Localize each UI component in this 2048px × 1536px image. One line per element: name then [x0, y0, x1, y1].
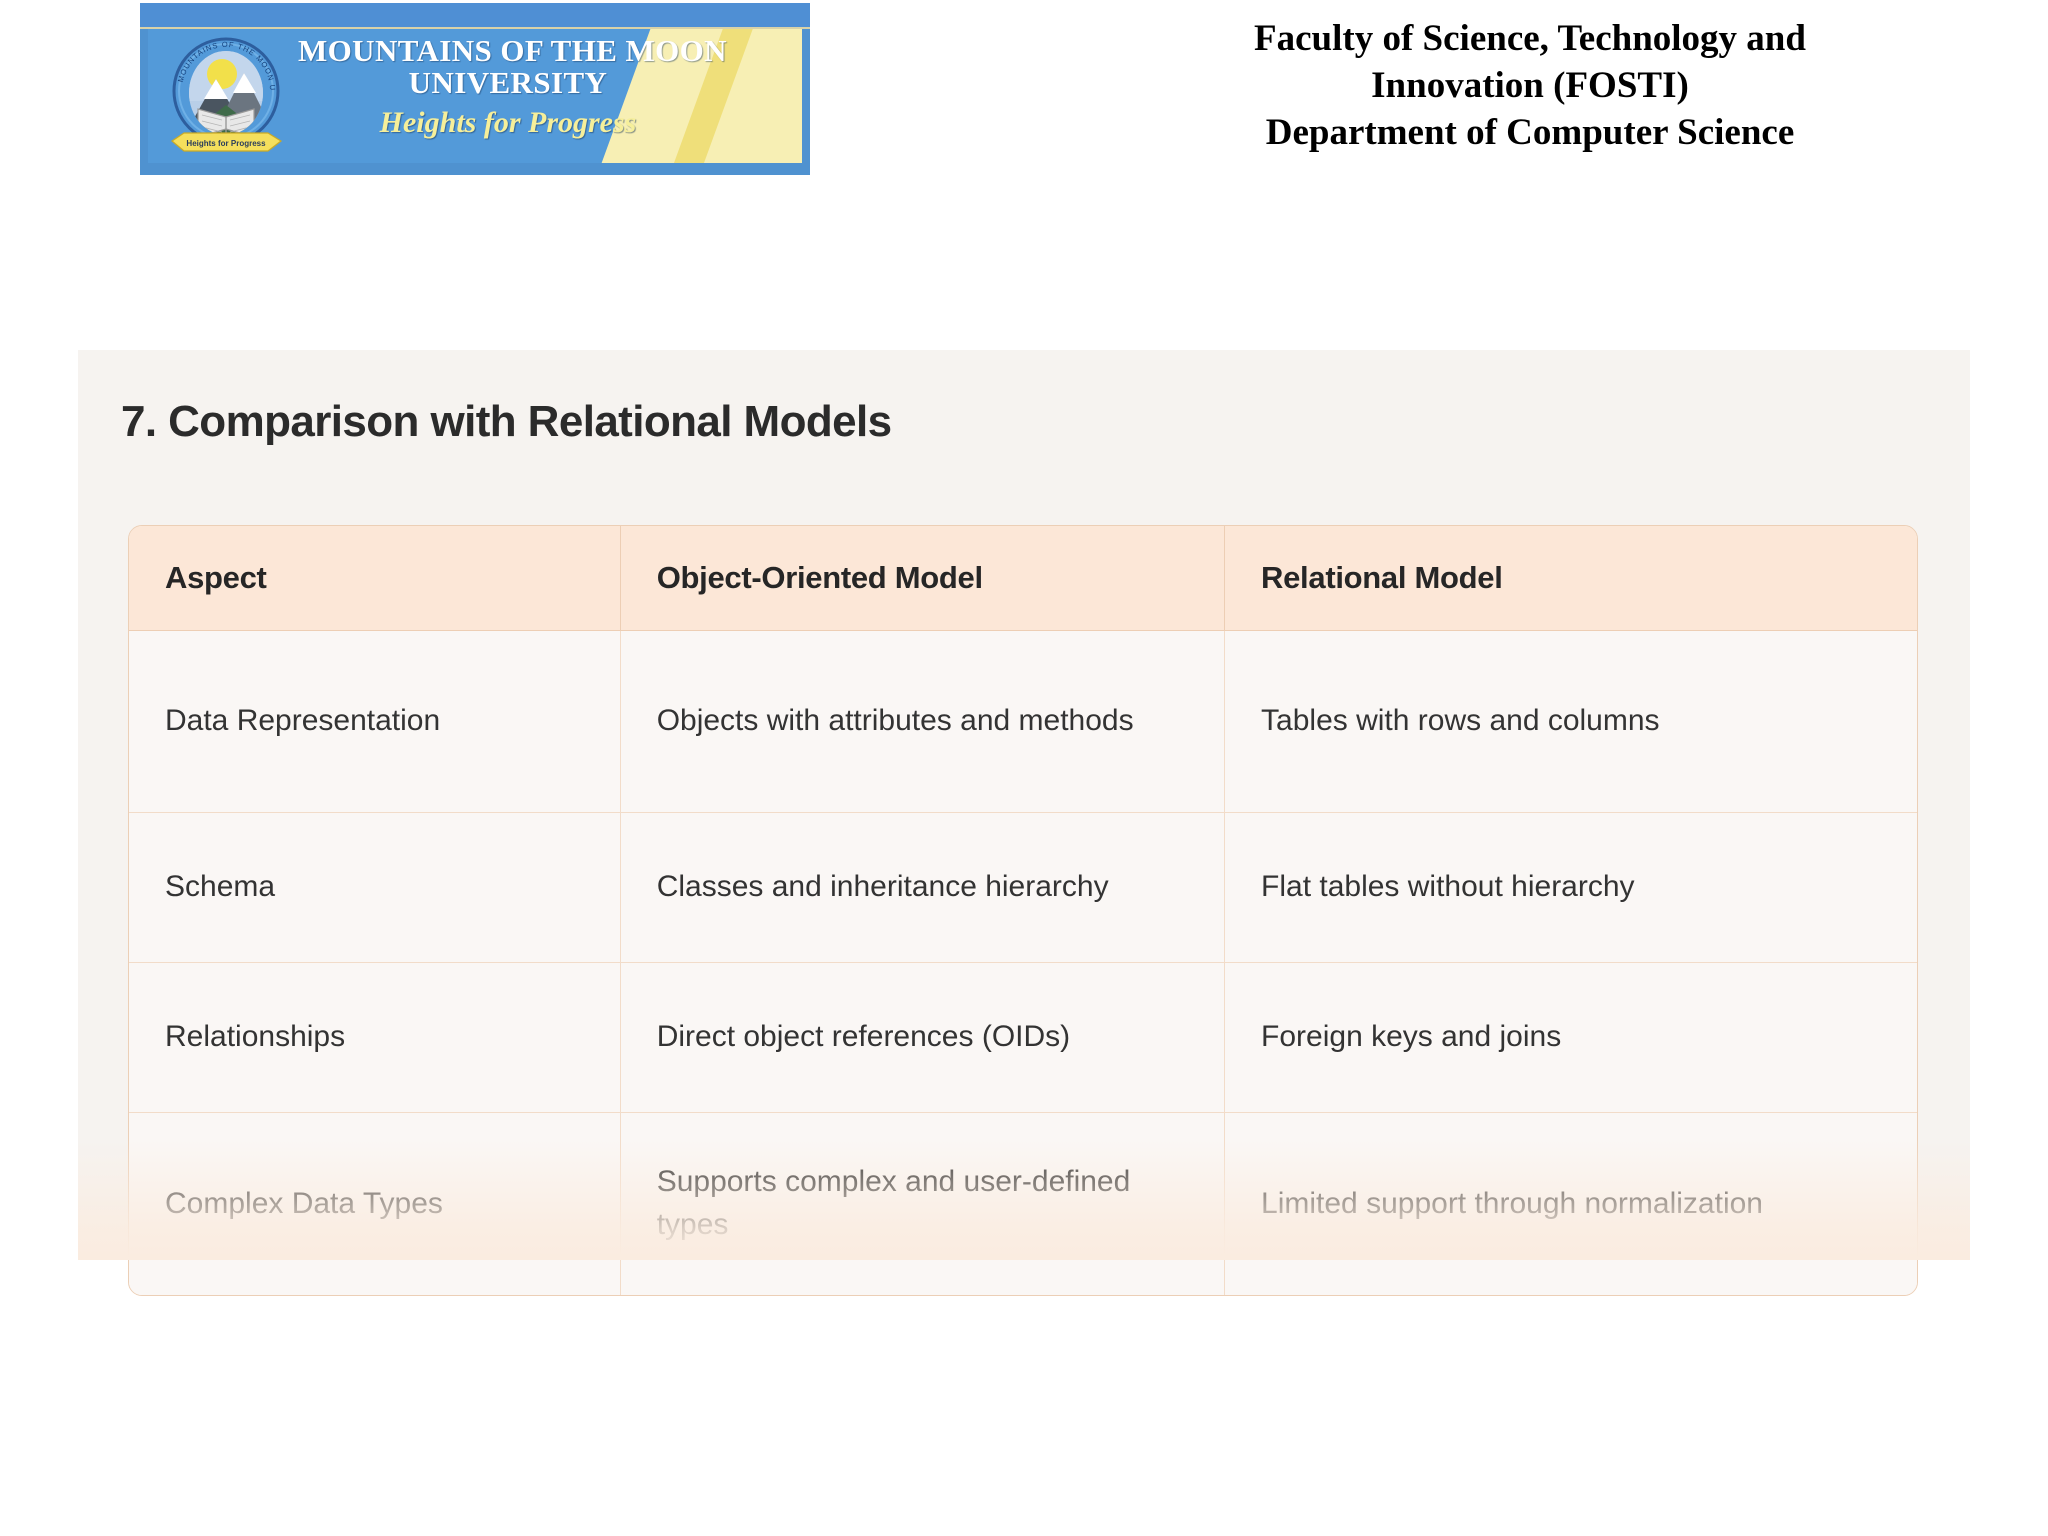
column-header-aspect: Aspect: [129, 526, 621, 631]
faculty-line-1: Faculty of Science, Technology and: [1254, 18, 1806, 59]
slide-content-panel: 7. Comparison with Relational Models Asp…: [78, 350, 1970, 1296]
cell-aspect: Data Representation: [129, 631, 621, 813]
cell-object-oriented: Classes and inheritance hierarchy: [620, 813, 1226, 963]
table-header-row: Aspect Object-Oriented Model Relational …: [129, 526, 1917, 631]
page-title: 7. Comparison with Relational Models: [121, 397, 892, 446]
svg-text:Heights for Progress: Heights for Progress: [186, 139, 266, 148]
logo-title-line-1: MOUNTAINS OF THE MOON: [298, 33, 727, 68]
comparison-table: Aspect Object-Oriented Model Relational …: [128, 525, 1918, 1296]
table-row: Complex Data Types Supports complex and …: [129, 1113, 1917, 1295]
university-logo-banner: seal MOUNTAINS OF THE MOON UNIVERSITY: [140, 3, 810, 175]
faculty-department-heading: Faculty of Science, Technology and Innov…: [1150, 16, 1910, 157]
logo-inner-panel: seal MOUNTAINS OF THE MOON UNIVERSITY: [148, 29, 802, 163]
cell-aspect: Relationships: [129, 963, 621, 1113]
university-crest-icon: seal MOUNTAINS OF THE MOON UNIVERSITY: [161, 29, 289, 163]
cell-object-oriented: Objects with attributes and methods: [620, 631, 1226, 813]
table-row: Schema Classes and inheritance hierarchy…: [129, 813, 1917, 963]
logo-title-line-2: UNIVERSITY: [408, 65, 608, 101]
table-row: Data Representation Objects with attribu…: [129, 631, 1917, 813]
cell-relational: Limited support through normalization: [1225, 1113, 1917, 1295]
cell-relational: Foreign keys and joins: [1225, 963, 1917, 1113]
faculty-line-3: Department of Computer Science: [1265, 111, 1795, 153]
table-row: Relationships Direct object references (…: [129, 963, 1917, 1113]
cell-object-oriented: Direct object references (OIDs): [620, 963, 1226, 1113]
logo-wordmark: MOUNTAINS OF THE MOON UNIVERSITY Heights…: [298, 33, 727, 140]
logo-motto: Heights for Progress: [379, 106, 637, 140]
page-header: seal MOUNTAINS OF THE MOON UNIVERSITY: [0, 0, 2048, 200]
cell-aspect: Complex Data Types: [129, 1113, 621, 1295]
faculty-line-2: Innovation (FOSTI): [1371, 64, 1689, 106]
cell-aspect: Schema: [129, 813, 621, 963]
column-header-object-oriented-model: Object-Oriented Model: [620, 526, 1226, 631]
cell-relational: Flat tables without hierarchy: [1225, 813, 1917, 963]
cell-relational: Tables with rows and columns: [1225, 631, 1917, 813]
column-header-relational-model: Relational Model: [1225, 526, 1917, 631]
cell-object-oriented: Supports complex and user-defined types: [620, 1113, 1226, 1295]
logo-top-strip: [140, 3, 810, 29]
